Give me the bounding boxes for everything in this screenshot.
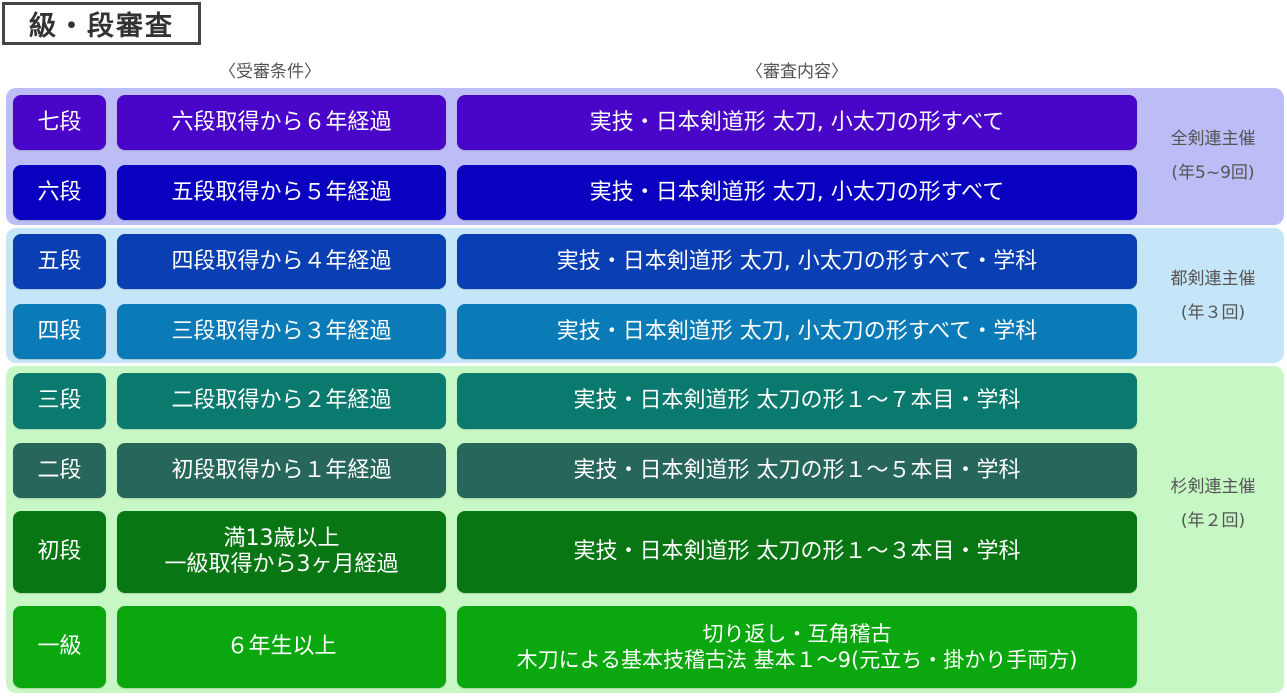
rank-cell: 五段 (13, 234, 106, 289)
frequency-label: (年5~9回) (1171, 163, 1255, 183)
rank-cell: 一級 (13, 606, 106, 688)
content-cell: 実技・日本剣道形 太刀, 小太刀の形すべて (457, 165, 1137, 220)
content-cell: 実技・日本剣道形 太刀の形１～５本目・学科 (457, 443, 1137, 498)
rank-cell: 三段 (13, 373, 106, 429)
page-title: 級・段審査 (2, 2, 201, 45)
content-cell: 実技・日本剣道形 太刀の形１～３本目・学科 (457, 511, 1137, 593)
group-suginami-organizer: 杉剣連主催 (年２回) (1138, 470, 1287, 538)
condition-cell: ６年生以上 (117, 606, 446, 688)
content-cell: 実技・日本剣道形 太刀, 小太刀の形すべて・学科 (457, 304, 1137, 359)
organizer-label: 杉剣連主催 (1170, 477, 1256, 497)
group-tokenren-organizer: 都剣連主催 (年３回) (1138, 262, 1287, 330)
rank-cell: 四段 (13, 304, 106, 359)
condition-cell: 二段取得から２年経過 (117, 373, 446, 429)
rank-cell: 二段 (13, 443, 106, 498)
organizer-label: 都剣連主催 (1170, 269, 1256, 289)
condition-cell: 六段取得から６年経過 (117, 95, 446, 150)
condition-cell: 三段取得から３年経過 (117, 304, 446, 359)
content-cell: 実技・日本剣道形 太刀, 小太刀の形すべて・学科 (457, 234, 1137, 289)
rank-cell: 六段 (13, 165, 106, 220)
content-cell: 実技・日本剣道形 太刀, 小太刀の形すべて (457, 95, 1137, 150)
group-zenkenren-organizer: 全剣連主催 (年5~9回) (1138, 122, 1287, 190)
rank-cell: 初段 (13, 511, 106, 593)
content-cell: 実技・日本剣道形 太刀の形１～７本目・学科 (457, 373, 1137, 429)
header-contents: 〈審査内容〉 (746, 62, 848, 82)
condition-cell: 初段取得から１年経過 (117, 443, 446, 498)
rank-cell: 七段 (13, 95, 106, 150)
frequency-label: (年２回) (1180, 511, 1246, 531)
condition-cell: 四段取得から４年経過 (117, 234, 446, 289)
content-cell: 切り返し・互角稽古 木刀による基本技稽古法 基本１～9(元立ち・掛かり手両方) (457, 606, 1137, 688)
condition-cell: 五段取得から５年経過 (117, 165, 446, 220)
condition-cell: 満13歳以上 一級取得から3ヶ月経過 (117, 511, 446, 593)
frequency-label: (年３回) (1180, 303, 1246, 323)
organizer-label: 全剣連主催 (1170, 129, 1256, 149)
header-conditions: 〈受審条件〉 (219, 62, 321, 82)
